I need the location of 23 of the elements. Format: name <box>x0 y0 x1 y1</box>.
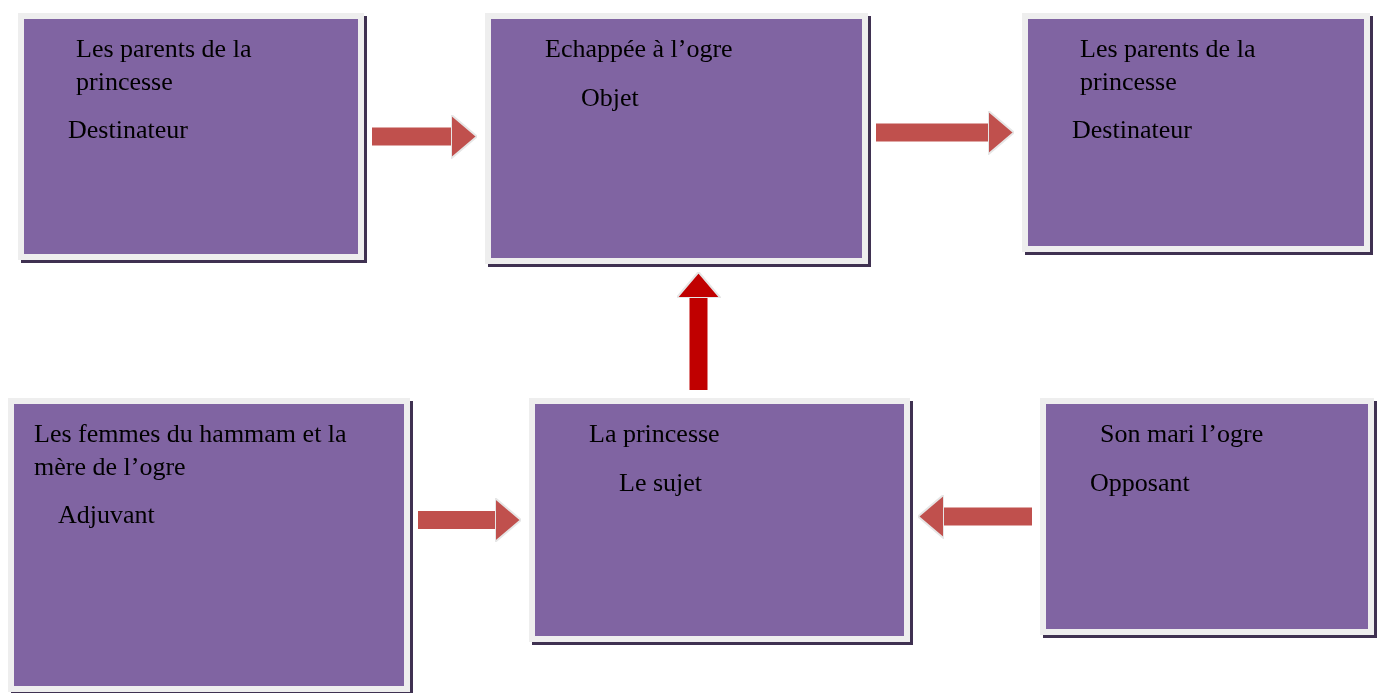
role-box <box>529 398 910 642</box>
actant-role: Destinateur <box>1071 114 1193 146</box>
block-arrow <box>418 497 522 543</box>
actant-role: Objet <box>580 81 640 114</box>
role-box <box>485 13 868 264</box>
character-name: Son mari l’ogre <box>1099 418 1265 450</box>
character-name: La princesse <box>588 418 721 450</box>
role-box <box>1022 13 1370 252</box>
character-name: Les femmes du hammam et la mère de l’ogre <box>33 418 348 483</box>
character-name: Les parents de la princesse <box>75 33 253 98</box>
block-arrow <box>876 109 1015 156</box>
block-arrow <box>675 271 722 390</box>
block-arrow <box>917 493 1032 540</box>
role-box <box>8 398 410 692</box>
character-name: Echappée à l’ogre <box>544 33 734 65</box>
character-name: Les parents de la princesse <box>1079 33 1257 98</box>
block-arrow <box>372 113 478 160</box>
actant-role: Le sujet <box>618 466 704 499</box>
actant-role: Opposant <box>1089 466 1191 499</box>
role-box <box>1040 398 1374 635</box>
actant-role: Destinateur <box>67 114 189 146</box>
actant-role: Adjuvant <box>57 499 156 531</box>
role-box <box>18 13 364 260</box>
